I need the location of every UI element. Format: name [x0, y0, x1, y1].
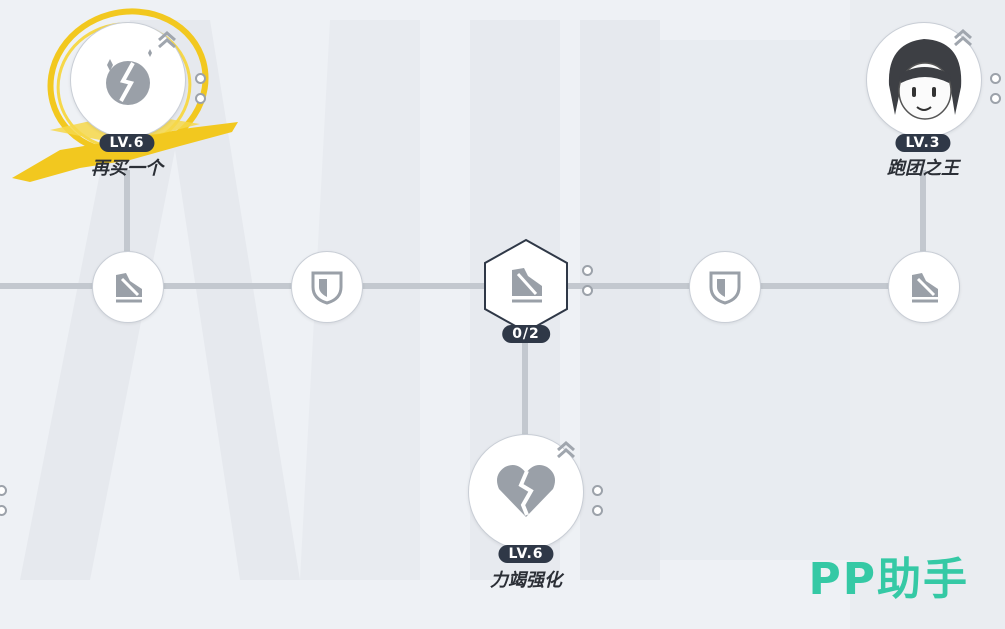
sneaker-icon — [912, 273, 938, 303]
shield-icon — [311, 271, 343, 305]
upgrade-chevron-icon — [557, 441, 575, 459]
character-portrait — [869, 25, 979, 135]
skill-node-center-hex[interactable] — [483, 238, 569, 334]
skill-node-sneaker-2[interactable] — [888, 251, 960, 323]
connector-top-left — [124, 170, 130, 260]
sneaker-icon — [116, 273, 142, 303]
skill-node-sneaker-1[interactable] — [92, 251, 164, 323]
shield-icon — [709, 271, 741, 305]
connector-bottom — [522, 330, 528, 440]
cracked-orb-icon — [106, 49, 152, 105]
upgrade-chevron-icon — [158, 31, 176, 49]
broken-heart-icon — [497, 465, 555, 517]
node-dots — [592, 485, 606, 525]
node-dots — [195, 73, 209, 113]
skill-name: 再买一个 — [91, 158, 163, 179]
node-dots — [0, 485, 10, 525]
skill-name: 力竭强化 — [490, 570, 562, 591]
skill-name: 跑团之王 — [887, 158, 959, 179]
skill-node-top-left[interactable] — [70, 22, 186, 138]
connector-horizontal — [0, 283, 925, 289]
upgrade-chevron-icon — [954, 29, 972, 47]
connector-top-right — [920, 170, 926, 260]
level-badge: LV.6 — [99, 134, 155, 152]
watermark-logo: PP助手 — [808, 554, 969, 605]
level-badge: LV.6 — [498, 545, 554, 563]
sneaker-icon — [512, 268, 542, 303]
progress-badge: 0/2 — [502, 325, 550, 343]
skill-node-top-right[interactable] — [866, 22, 982, 138]
level-badge: LV.3 — [895, 134, 951, 152]
skill-node-shield-2[interactable] — [689, 251, 761, 323]
skill-node-bottom[interactable] — [468, 434, 584, 550]
skill-node-shield-1[interactable] — [291, 251, 363, 323]
node-dots — [990, 73, 1004, 113]
node-dots — [582, 265, 596, 305]
